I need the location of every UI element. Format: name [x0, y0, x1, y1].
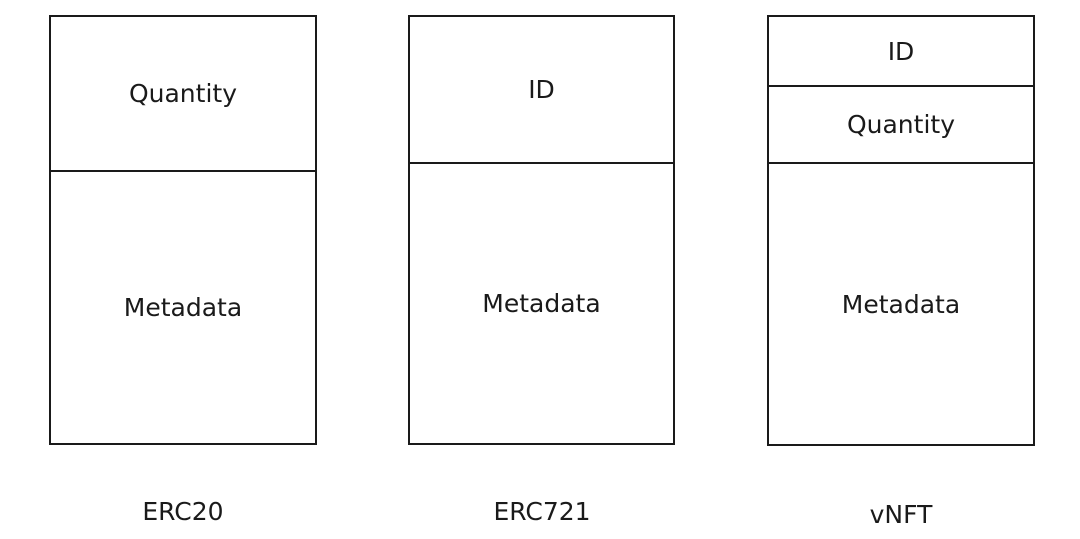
- vnft-metadata-label: Metadata: [841, 289, 961, 319]
- vnft-metadata-field: Metadata: [767, 162, 1035, 446]
- vnft-quantity-label: Quantity: [846, 110, 956, 139]
- vnft-id-label: ID: [887, 36, 915, 66]
- erc721-caption: ERC721: [493, 497, 591, 526]
- erc20-quantity-field: Quantity: [49, 15, 317, 172]
- erc721-metadata-field: Metadata: [408, 162, 675, 445]
- vnft-id-field: ID: [767, 15, 1035, 87]
- erc20-quantity-label: Quantity: [128, 79, 238, 108]
- erc721-metadata-label: Metadata: [482, 289, 601, 318]
- erc20-caption: ERC20: [142, 497, 224, 526]
- erc721-id-field: ID: [408, 15, 675, 164]
- erc721-id-label: ID: [528, 75, 555, 104]
- vnft-quantity-field: Quantity: [767, 85, 1035, 164]
- erc20-metadata-field: Metadata: [49, 170, 317, 445]
- vnft-caption: vNFT: [869, 500, 933, 529]
- erc20-metadata-label: Metadata: [123, 293, 243, 322]
